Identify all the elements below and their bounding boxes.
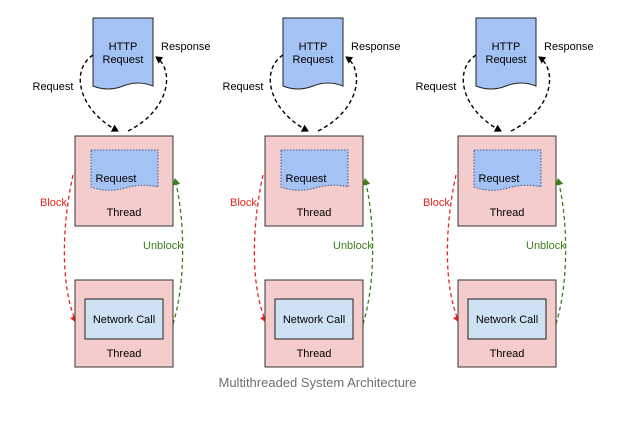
block-arrow-label: Block (423, 197, 450, 209)
unblock-arrow-label: Unblock (526, 240, 566, 252)
request-arrow-label: Request (33, 81, 74, 93)
unblock-arrow-label: Unblock (333, 240, 373, 252)
unblock-arrow (555, 178, 567, 325)
network-call-box (84, 298, 164, 340)
response-arrow-label: Response (544, 41, 594, 53)
thread-top-label: Thread (297, 207, 332, 219)
response-arrow (510, 56, 551, 132)
block-arrow-label: Block (230, 197, 257, 209)
response-arrow (317, 56, 358, 132)
network-call-label: Network Call (476, 314, 538, 326)
network-call-label: Network Call (93, 314, 155, 326)
request-arrow (462, 54, 502, 132)
unblock-arrow-label: Unblock (143, 240, 183, 252)
request-arrow-label: Request (416, 81, 457, 93)
thread-bottom-label: Thread (297, 348, 332, 360)
block-arrow (253, 174, 268, 323)
thread-request-document (473, 149, 542, 191)
thread-request-document (280, 149, 349, 191)
response-arrow (127, 56, 168, 132)
http-request-document (92, 17, 154, 90)
diagram-caption: Multithreaded System Architecture (218, 375, 417, 390)
block-arrow (63, 174, 78, 323)
http-request-document (282, 17, 344, 90)
request-arrow (269, 54, 309, 132)
response-arrow-label: Response (161, 41, 211, 53)
request-arrow (79, 54, 119, 132)
network-call-box (467, 298, 547, 340)
unblock-arrow (362, 178, 374, 325)
thread-request-label: Request (286, 173, 327, 185)
request-arrow-label: Request (223, 81, 264, 93)
thread-request-label: Request (96, 173, 137, 185)
thread-bottom-label: Thread (107, 348, 142, 360)
thread-top-label: Thread (107, 207, 142, 219)
unblock-arrow (172, 178, 184, 325)
network-call-box (274, 298, 354, 340)
response-arrow-label: Response (351, 41, 401, 53)
block-arrow (446, 174, 461, 323)
block-arrow-label: Block (40, 197, 67, 209)
thread-request-document (90, 149, 159, 191)
http-request-document (475, 17, 537, 90)
thread-request-label: Request (479, 173, 520, 185)
thread-bottom-label: Thread (490, 348, 525, 360)
thread-top-label: Thread (490, 207, 525, 219)
network-call-label: Network Call (283, 314, 345, 326)
